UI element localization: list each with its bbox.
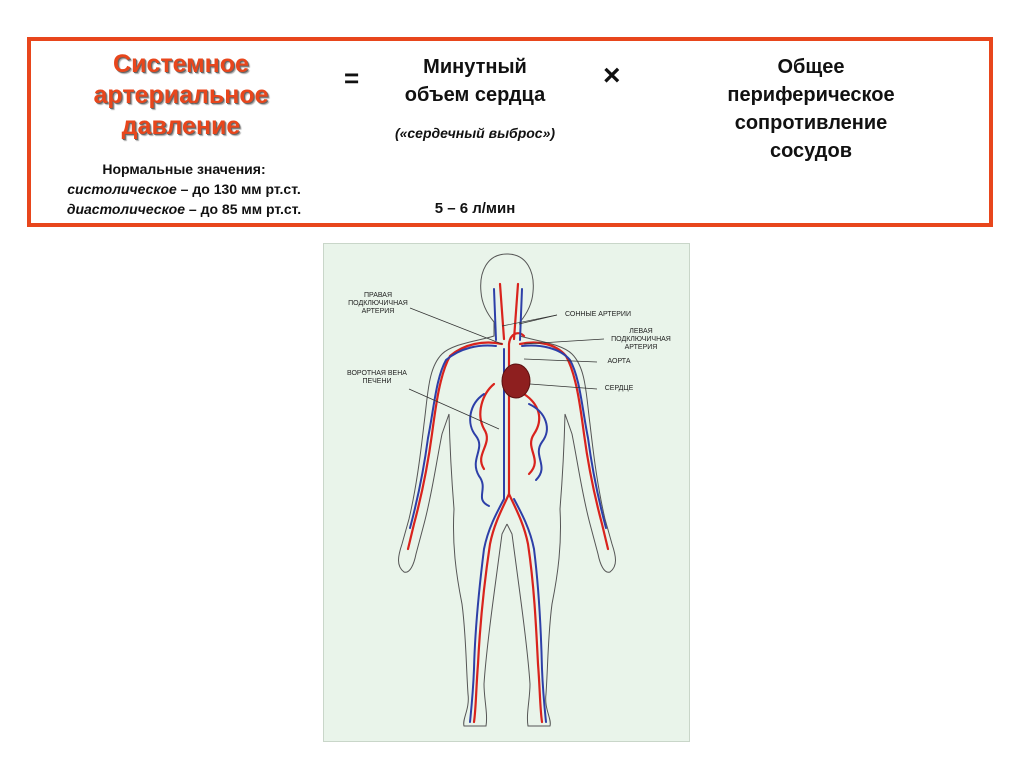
label-left-subclavian-artery: ЛЕВАЯ ПОДКЛЮЧИЧНАЯ АРТЕРИЯ xyxy=(611,328,671,351)
systolic-value: – до 130 мм рт.ст. xyxy=(176,181,301,197)
mov-line-2: объем сердца xyxy=(404,84,546,106)
norm-heading: Нормальные значения: xyxy=(102,161,266,177)
cardiac-output-value: 5 – 6 л/мин xyxy=(434,200,516,217)
veins xyxy=(409,288,607,723)
opss-line-3: сопротивление xyxy=(734,112,888,134)
systolic-term: систолическое xyxy=(67,181,177,197)
bp-line-1: Системное xyxy=(113,50,249,78)
cardiac-output-note: («сердечный выброс») xyxy=(394,125,556,141)
body-outline xyxy=(398,253,616,727)
opss-line-4: сосудов xyxy=(769,140,853,162)
opss-line-1: Общее xyxy=(777,56,845,78)
bp-line-3: давление xyxy=(121,112,241,140)
formula-box: Системное артериальное давление Нормальн… xyxy=(27,37,993,227)
cardiac-output-term: Минутный объем сердца xyxy=(369,53,581,109)
normal-values: Нормальные значения: систолическое – до … xyxy=(39,159,329,219)
circulatory-system-illustration: ПРАВАЯ ПОДКЛЮЧИЧНАЯ АРТЕРИЯ СОННЫЕ АРТЕР… xyxy=(323,243,690,742)
heart-shape xyxy=(501,363,531,399)
arteries xyxy=(406,282,610,724)
bp-line-2: артериальное xyxy=(93,81,269,109)
mov-line-1: Минутный xyxy=(423,56,527,78)
peripheral-resistance-term: Общее периферическое сопротивление сосуд… xyxy=(681,53,941,165)
label-right-subclavian-artery: ПРАВАЯ ПОДКЛЮЧИЧНАЯ АРТЕРИЯ xyxy=(348,292,408,315)
norm-diastolic: диастолическое – до 85 мм рт.ст. xyxy=(39,199,329,219)
multiply-sign: × xyxy=(603,59,621,92)
diastolic-value: – до 85 мм рт.ст. xyxy=(185,201,302,217)
label-portal-vein: ВОРОТНАЯ ВЕНА ПЕЧЕНИ xyxy=(347,370,407,385)
norm-systolic: систолическое – до 130 мм рт.ст. xyxy=(39,179,329,199)
label-heart: СЕРДЦЕ xyxy=(604,385,634,392)
equals-sign: = xyxy=(344,63,360,93)
body-diagram xyxy=(398,253,616,727)
label-aorta: АОРТА xyxy=(607,358,631,365)
blood-pressure-term: Системное артериальное давление xyxy=(71,49,291,142)
label-carotid-arteries: СОННЫЕ АРТЕРИИ xyxy=(565,311,631,318)
opss-line-2: периферическое xyxy=(727,84,895,106)
diastolic-term: диастолическое xyxy=(66,201,186,217)
leader-lines xyxy=(408,307,605,430)
